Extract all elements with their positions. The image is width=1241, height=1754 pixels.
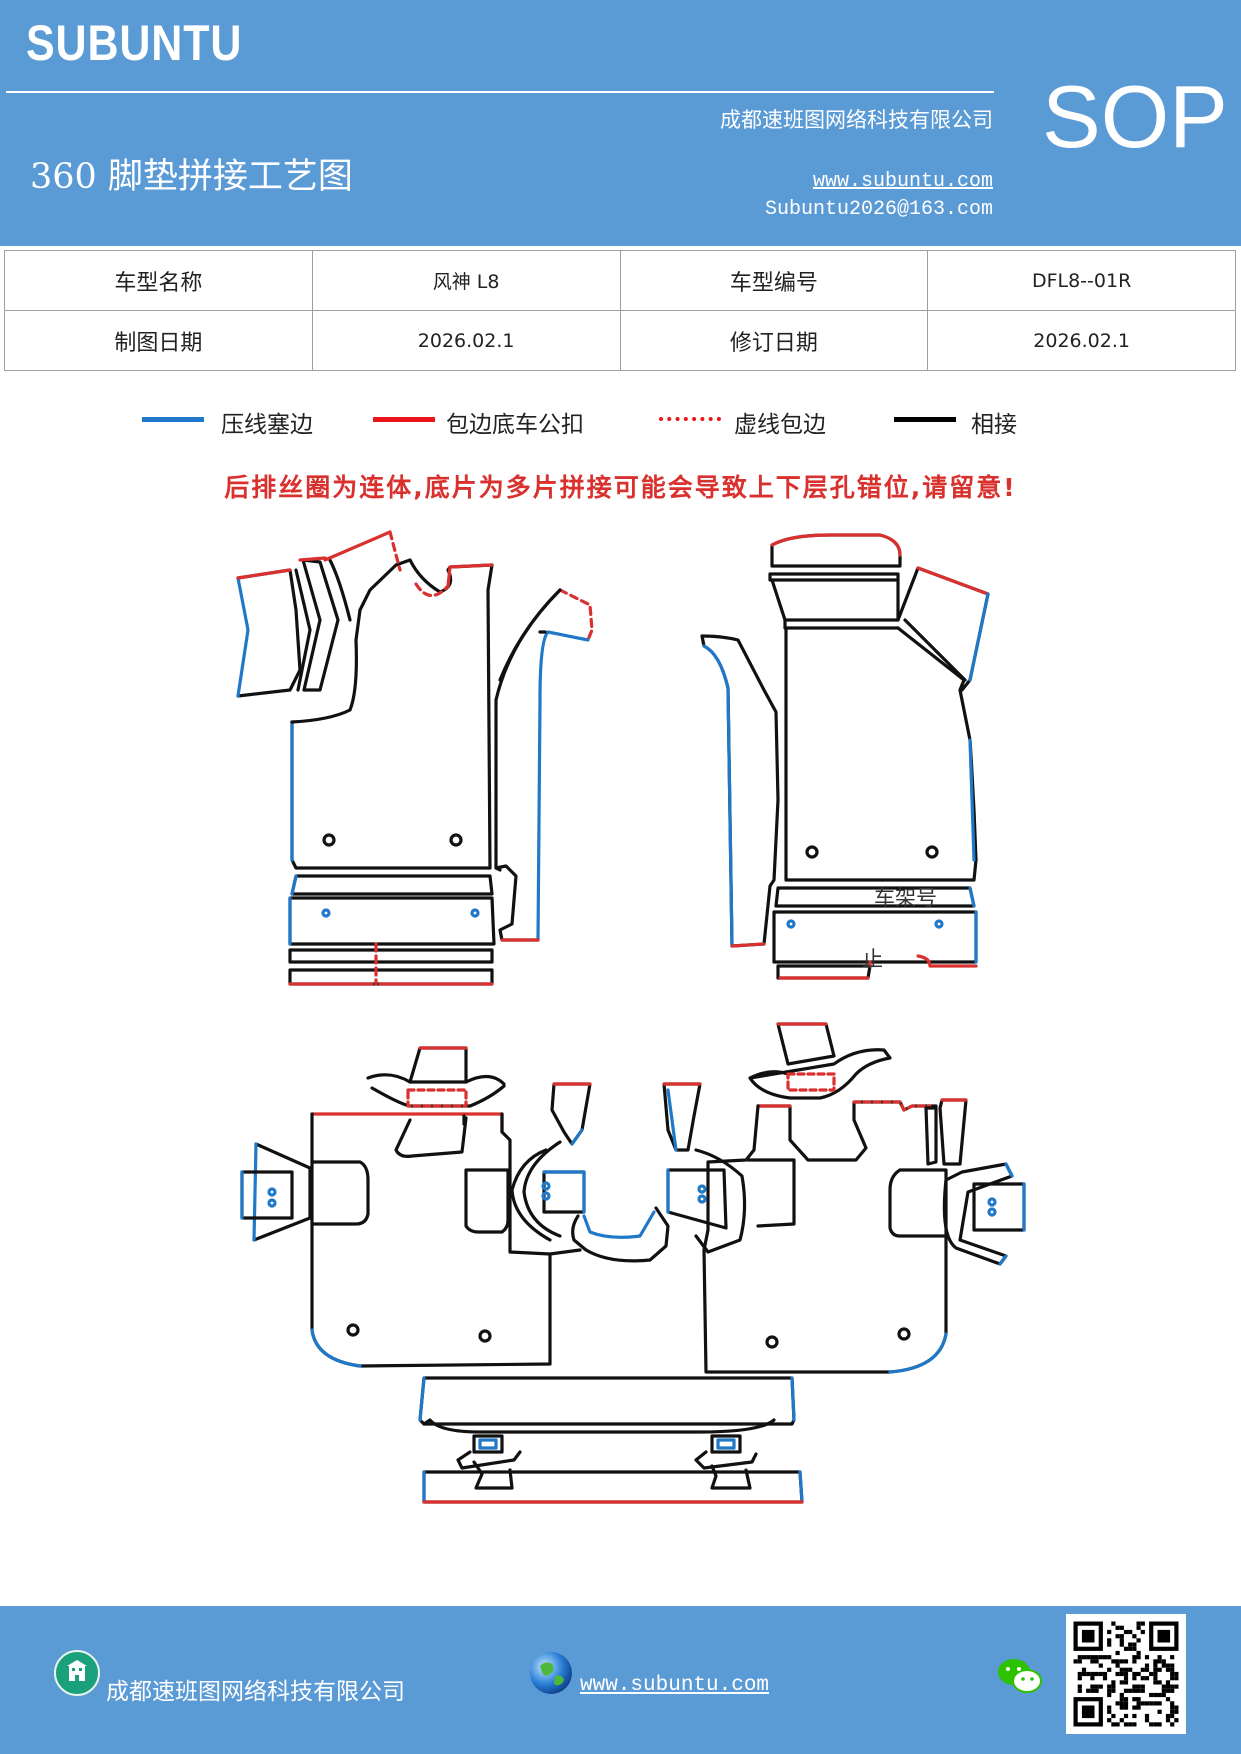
front-left-mat	[236, 530, 594, 986]
footer-company-name: 成都速班图网络科技有限公司	[106, 1679, 405, 1705]
wechat-icon[interactable]	[996, 1656, 1044, 1696]
model-name-label: 车型名称	[4, 250, 313, 311]
draw-date-value: 2026.02.1	[311, 310, 621, 371]
legend-swatch	[659, 417, 721, 421]
email-address[interactable]: Subuntu2026@163.com	[764, 198, 993, 221]
website-link[interactable]: www.subuntu.com	[812, 170, 993, 193]
footer-website-link[interactable]: www.subuntu.com	[580, 1674, 770, 1697]
footer-banner: 成都速班图网络科技有限公司 www.subuntu.com	[0, 1606, 1241, 1754]
rear-right-mat	[346, 1022, 1026, 1374]
frame-number-label: 车架号	[874, 886, 937, 910]
brand-logo: SUBUNTU	[26, 15, 243, 71]
draw-date-label: 制图日期	[4, 310, 313, 371]
legend-swatch	[373, 417, 435, 422]
warning-note: 后排丝圈为连体,底片为多片拼接可能会导致上下层孔错位,请留意!	[224, 473, 1017, 502]
model-code-value: DFL8--01R	[927, 250, 1236, 311]
globe-icon	[528, 1650, 574, 1696]
header-divider	[6, 91, 994, 93]
legend-label: 相接	[971, 412, 1017, 438]
building-icon	[54, 1650, 100, 1696]
legend-label: 压线塞边	[221, 412, 313, 438]
qr-code[interactable]	[1066, 1614, 1186, 1734]
header-banner: SUBUNTU 成都速班图网络科技有限公司 360 脚垫拼接工艺图 www.su…	[0, 0, 1241, 246]
legend-swatch	[894, 417, 956, 422]
legend-label: 包边底车公扣	[446, 412, 584, 438]
legend-swatch	[142, 417, 204, 422]
legend-label: 虚线包边	[734, 412, 826, 438]
vehicle-info-table: 车型名称 风神 L8 车型编号 DFL8--01R 制图日期 2026.02.1…	[4, 250, 1236, 371]
stop-label: 止	[862, 947, 883, 971]
sop-label: SOP	[1042, 67, 1228, 166]
rear-bottom-strip	[418, 1376, 804, 1504]
front-right-mat	[700, 533, 990, 980]
model-code-label: 车型编号	[619, 250, 929, 311]
table-row: 制图日期 2026.02.1 修订日期 2026.02.1	[4, 310, 1236, 371]
rear-center-hump	[571, 1206, 670, 1263]
revision-date-label: 修订日期	[619, 310, 929, 371]
model-name-value: 风神 L8	[311, 250, 621, 311]
table-row: 车型名称 风神 L8 车型编号 DFL8--01R	[4, 250, 1236, 311]
revision-date-value: 2026.02.1	[927, 310, 1236, 371]
company-name: 成都速班图网络科技有限公司	[720, 108, 993, 132]
rear-left-mat	[240, 1046, 592, 1368]
document-title: 360 脚垫拼接工艺图	[30, 157, 353, 197]
